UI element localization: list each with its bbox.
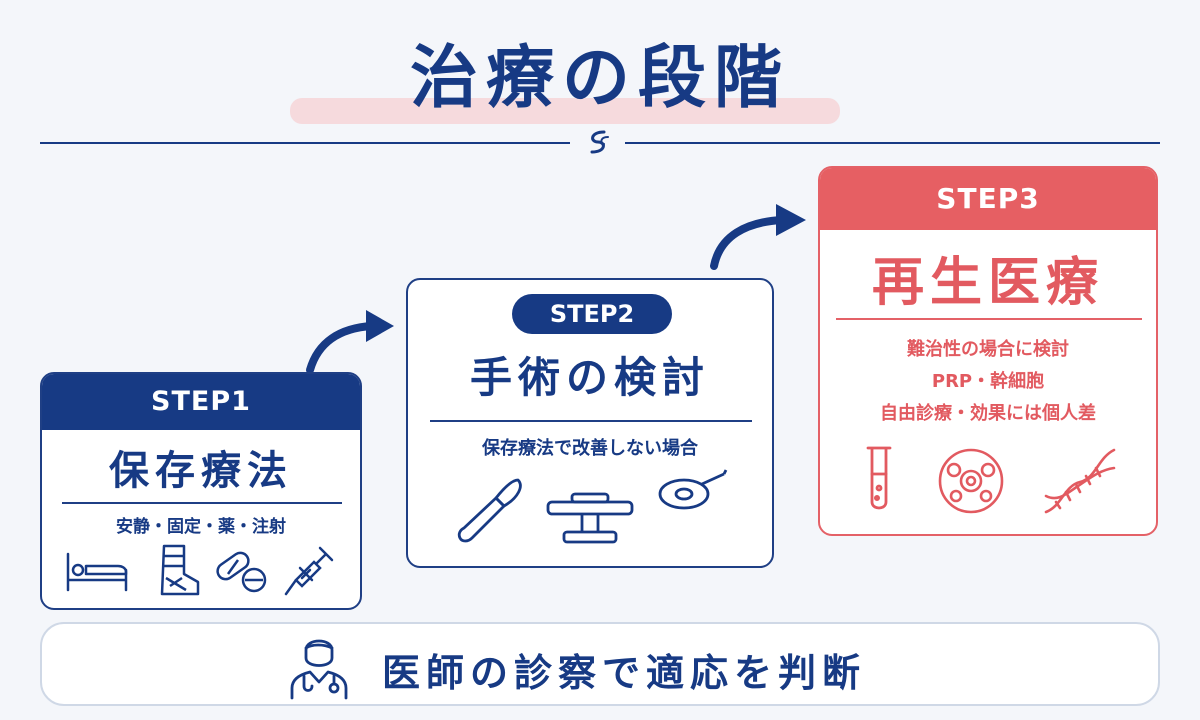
- title-rule-left: [40, 142, 570, 144]
- step2-card: STEP2 手術の検討 保存療法で改善しない場合: [406, 278, 774, 568]
- ankle-brace-icon: [160, 544, 200, 596]
- step3-desc-line: PRP・幹細胞: [931, 371, 1045, 392]
- step1-title: 保存療法: [109, 448, 293, 494]
- footer-banner: 医師の診察で適応を判断: [40, 622, 1160, 706]
- cell-culture-icon: [938, 448, 1004, 514]
- step3-label: STEP3: [820, 168, 1156, 230]
- step2-title: 手術の検討: [469, 353, 710, 402]
- bed-icon: [66, 552, 128, 592]
- step3-title: 再生医療: [871, 253, 1104, 313]
- arrow-step1-to-step2-icon: [306, 310, 394, 374]
- step2-divider: [430, 420, 752, 422]
- step1-card: STEP1 保存療法 安静・固定・薬・注射: [40, 372, 362, 610]
- step2-desc: 保存療法で改善しない場合: [482, 438, 698, 459]
- scalpel-icon: [457, 478, 522, 543]
- step3-divider: [836, 318, 1142, 320]
- step2-label: STEP2: [512, 294, 672, 334]
- arrow-step2-to-step3-icon: [710, 204, 806, 270]
- title-wrap: 治療の段階: [0, 22, 1200, 121]
- step3-desc-line: 難治性の場合に検討: [907, 339, 1069, 360]
- pills-icon: [216, 551, 267, 593]
- footer-text: 医師の診察で適応を判断: [382, 651, 867, 695]
- syringe-icon: [284, 546, 334, 596]
- title-highlight: [290, 98, 840, 124]
- step3-desc: 難治性の場合に検討 PRP・幹細胞 自由診療・効果には個人差: [820, 334, 1156, 430]
- step1-desc: 安静・固定・薬・注射: [116, 517, 286, 537]
- dna-icon: [1044, 448, 1116, 514]
- page-title: 治療の段階: [409, 39, 790, 118]
- title-rule-right: [625, 142, 1160, 144]
- step3-card: STEP3 再生医療 難治性の場合に検討 PRP・幹細胞 自由診療・効果には個人…: [818, 166, 1158, 536]
- swirl-ornament-icon: [590, 130, 609, 154]
- step1-divider: [62, 502, 342, 504]
- doctor-icon: [290, 639, 348, 700]
- step1-label: STEP1: [42, 374, 360, 430]
- operating-table-icon: [546, 492, 634, 544]
- step3-desc-line: 自由診療・効果には個人差: [880, 403, 1096, 424]
- test-tube-icon: [866, 446, 892, 510]
- surgical-light-icon: [658, 469, 728, 510]
